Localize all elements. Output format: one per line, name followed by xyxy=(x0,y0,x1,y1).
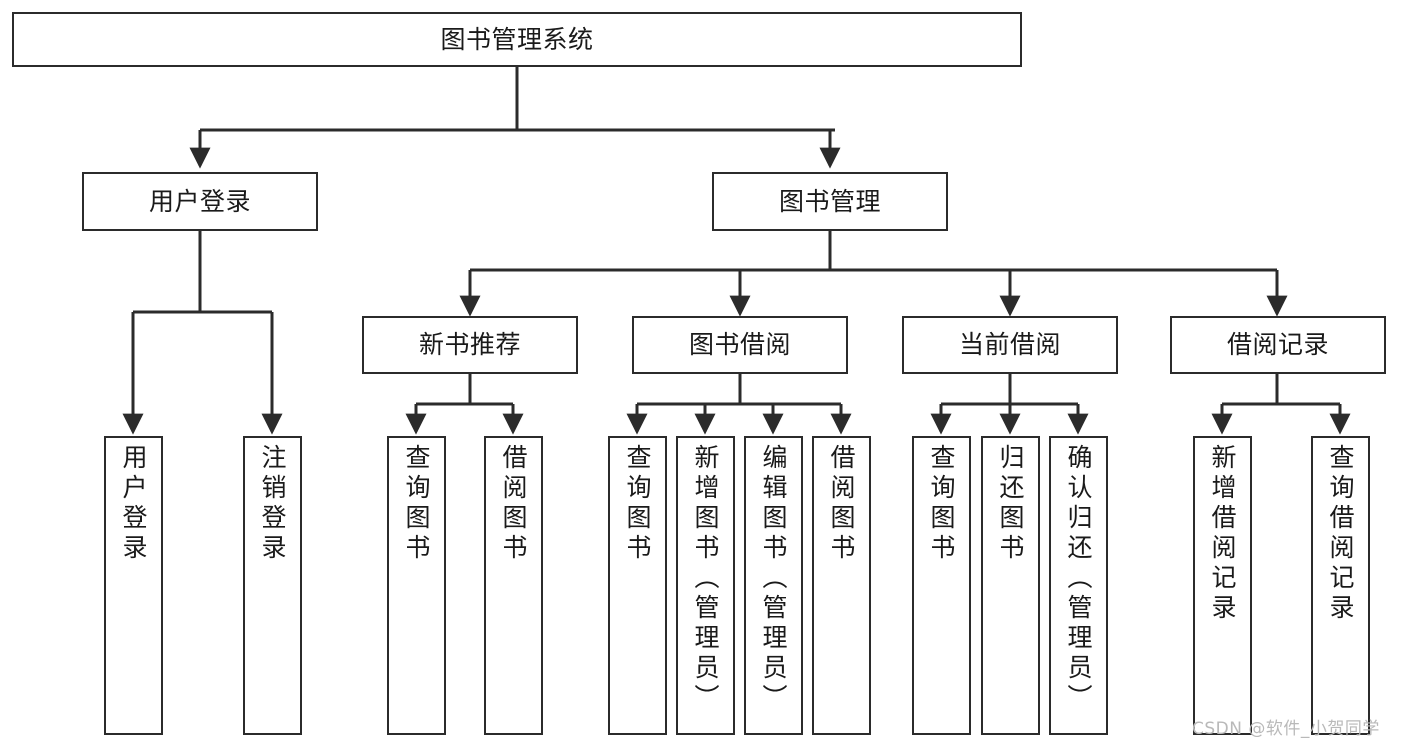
leaf-current-return-book[interactable]: 归还图书 xyxy=(981,436,1040,735)
node-book-management[interactable]: 图书管理 xyxy=(712,172,948,231)
node-label: 查询图书 xyxy=(623,444,652,564)
node-label: 借阅图书 xyxy=(499,444,528,564)
leaf-user-login-logout[interactable]: 注销登录 xyxy=(243,436,302,735)
node-label: 用户登录 xyxy=(148,186,251,216)
leaf-record-add-record[interactable]: 新增借阅记录 xyxy=(1193,436,1252,735)
node-label: 编辑图书（管理员） xyxy=(759,444,788,714)
leaf-borrow-borrow-book[interactable]: 借阅图书 xyxy=(812,436,871,735)
node-label: 图书管理 xyxy=(778,186,881,216)
node-label: 注销登录 xyxy=(258,444,287,564)
node-label: 当前借阅 xyxy=(958,330,1061,359)
node-current-borrow[interactable]: 当前借阅 xyxy=(902,316,1118,374)
node-label: 借阅记录 xyxy=(1226,330,1329,359)
node-label: 新增借阅记录 xyxy=(1208,444,1237,624)
leaf-borrow-add-book-admin[interactable]: 新增图书（管理员） xyxy=(676,436,735,735)
node-new-book-recommend[interactable]: 新书推荐 xyxy=(362,316,578,374)
node-label: 查询图书 xyxy=(402,444,431,564)
csdn-watermark: CSDN @软件_小贺同学 xyxy=(1192,719,1380,739)
node-label: 图书借阅 xyxy=(688,330,791,359)
node-label: 确认归还（管理员） xyxy=(1064,444,1093,714)
node-label: 用户登录 xyxy=(119,444,148,564)
node-label: 查询图书 xyxy=(927,444,956,564)
node-user-login[interactable]: 用户登录 xyxy=(82,172,318,231)
leaf-new-book-borrow-book[interactable]: 借阅图书 xyxy=(484,436,543,735)
node-label: 查询借阅记录 xyxy=(1326,444,1355,624)
node-label: 借阅图书 xyxy=(827,444,856,564)
leaf-current-query-book[interactable]: 查询图书 xyxy=(912,436,971,735)
leaf-record-query-record[interactable]: 查询借阅记录 xyxy=(1311,436,1370,735)
leaf-user-login-login[interactable]: 用户登录 xyxy=(104,436,163,735)
leaf-borrow-edit-book-admin[interactable]: 编辑图书（管理员） xyxy=(744,436,803,735)
node-borrow-record[interactable]: 借阅记录 xyxy=(1170,316,1386,374)
node-label: 新书推荐 xyxy=(418,330,521,359)
leaf-borrow-query-book[interactable]: 查询图书 xyxy=(608,436,667,735)
leaf-current-confirm-return-admin[interactable]: 确认归还（管理员） xyxy=(1049,436,1108,735)
node-book-borrow[interactable]: 图书借阅 xyxy=(632,316,848,374)
node-label: 图书管理系统 xyxy=(440,24,594,54)
node-label: 新增图书（管理员） xyxy=(691,444,720,714)
leaf-new-book-query-book[interactable]: 查询图书 xyxy=(387,436,446,735)
node-root-book-management-system[interactable]: 图书管理系统 xyxy=(12,12,1022,67)
node-label: 归还图书 xyxy=(996,444,1025,564)
